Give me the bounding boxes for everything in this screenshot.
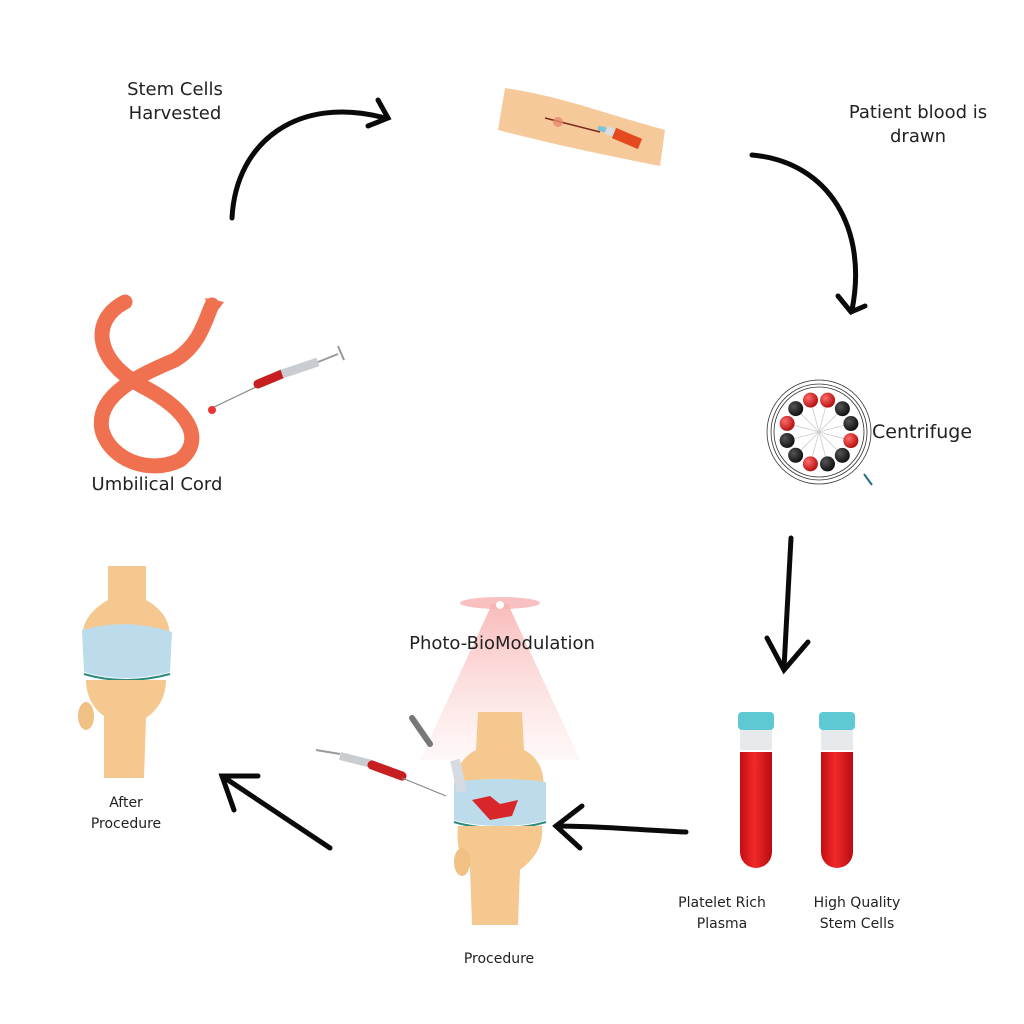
centrifuge-spoke — [818, 423, 849, 433]
label-line: Stem Cells — [127, 79, 223, 100]
knee-after-illustration — [78, 566, 172, 778]
label-line: drawn — [890, 126, 946, 148]
centrifuge-black-tube — [788, 401, 804, 417]
label-line: Procedure — [463, 951, 535, 967]
centrifuge-ring — [766, 379, 872, 485]
umbilical-cord-illustration — [93, 294, 220, 474]
centrifuge-illustration — [766, 379, 873, 486]
centrifuge-red-tube — [802, 456, 818, 472]
label-centrifuge: Centrifuge — [872, 420, 992, 446]
tube-high-quality-stem-cells — [819, 712, 855, 868]
centrifuge-red-tube — [803, 392, 819, 408]
centrifuge-spoke — [818, 431, 841, 454]
centrifuge-spoke — [818, 431, 849, 441]
label-line: High Quality — [813, 895, 901, 911]
centrifuge-ring — [770, 383, 868, 481]
arm-blood-draw-illustration — [498, 88, 665, 166]
label-line: Harvested — [128, 103, 222, 125]
centrifuge-black-tube — [788, 447, 804, 463]
label-line: Umbilical Cord — [91, 474, 223, 495]
centrifuge-black-tube — [779, 432, 795, 448]
label-high-quality-stem-cells: High Quality Stem Cells — [798, 893, 916, 935]
arrow-centrifuge-to-tubes — [764, 535, 811, 675]
centrifuge-spoke — [810, 431, 820, 462]
tube-platelet-rich-plasma — [738, 712, 774, 868]
arrow-tubes-to-procedure — [552, 803, 689, 851]
label-line: Centrifuge — [872, 421, 973, 443]
label-line: Platelet Rich — [678, 895, 766, 911]
label-line: Patient blood is — [848, 102, 988, 123]
centrifuge-spoke — [797, 410, 820, 433]
centrifuge-red-tube — [779, 415, 795, 431]
centrifuge-spoke — [789, 431, 820, 441]
centrifuge-red-tube — [820, 392, 836, 408]
label-platelet-rich-plasma: Platelet Rich Plasma — [660, 893, 784, 935]
centrifuge-black-tube — [834, 401, 850, 417]
label-patient-blood-drawn: Patient blood is drawn — [826, 101, 1010, 150]
label-line: Photo-BioModulation — [409, 633, 595, 654]
label-photo-biomodulation: Photo-BioModulation — [380, 632, 624, 656]
centrifuge-spoke — [818, 402, 828, 433]
label-stem-cells-harvested: Stem Cells Harvested — [98, 78, 252, 127]
centrifuge-red-tube — [843, 433, 859, 449]
knee-procedure-illustration — [450, 712, 547, 925]
syringe-procedure-illustration — [315, 715, 447, 797]
centrifuge-black-tube — [843, 416, 859, 432]
photobiomodulation-laser-beam — [420, 597, 580, 760]
centrifuge-handle — [863, 473, 873, 486]
centrifuge-spoke — [818, 410, 841, 433]
centrifuge-spoke — [797, 431, 820, 454]
label-umbilical-cord: Umbilical Cord — [72, 473, 242, 497]
centrifuge-spoke — [810, 402, 820, 433]
arrow-blood-to-centrifuge — [749, 152, 868, 316]
centrifuge-black-tube — [834, 447, 850, 463]
label-line: Procedure — [90, 816, 162, 832]
arrow-procedure-to-after — [218, 773, 333, 851]
label-line: Plasma — [696, 916, 748, 932]
arrow-harvest-to-blood — [229, 97, 392, 221]
label-line: Stem Cells — [819, 916, 895, 932]
syringe-cord-illustration — [208, 345, 345, 414]
label-procedure: Procedure — [440, 949, 558, 970]
centrifuge-spoke — [818, 431, 828, 462]
label-line: After — [109, 795, 143, 811]
centrifuge-ring — [773, 386, 865, 478]
centrifuge-black-tube — [819, 456, 835, 472]
label-after-procedure: After Procedure — [70, 793, 182, 835]
centrifuge-spoke — [789, 423, 820, 433]
